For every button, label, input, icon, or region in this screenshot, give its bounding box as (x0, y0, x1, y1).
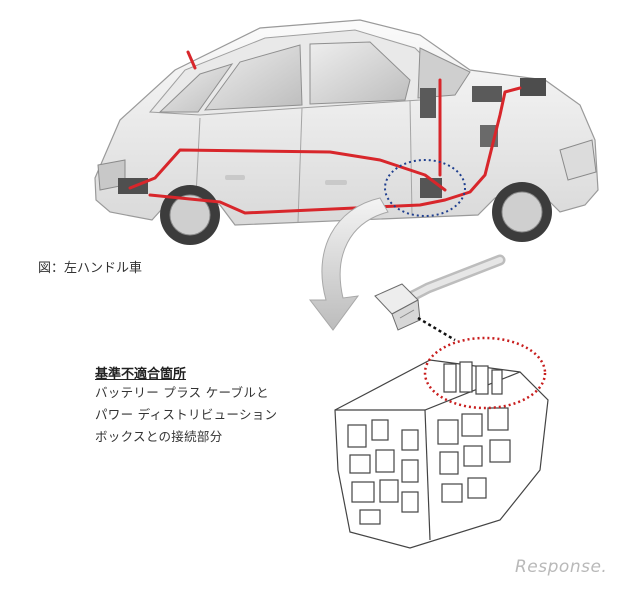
curved-arrow (308, 197, 389, 331)
car-illustration (94, 19, 599, 245)
battery-cable-route (128, 50, 522, 215)
highlight-ring-car (384, 159, 466, 217)
figure-caption: 図：左ハンドル車 (38, 261, 143, 276)
defect-title: 基準不適合箇所 (95, 367, 187, 382)
power-distribution-box (334, 359, 549, 549)
cable-connector (374, 254, 506, 331)
defect-line-1: バッテリー プラス ケーブルと (95, 385, 269, 400)
highlight-ring-box (423, 336, 547, 410)
defect-line-2: パワー ディストリビューション (95, 407, 278, 422)
watermark: Response. (515, 557, 608, 577)
defect-line-3: ボックスとの接続部分 (95, 429, 223, 444)
leader-line-1 (417, 316, 456, 342)
